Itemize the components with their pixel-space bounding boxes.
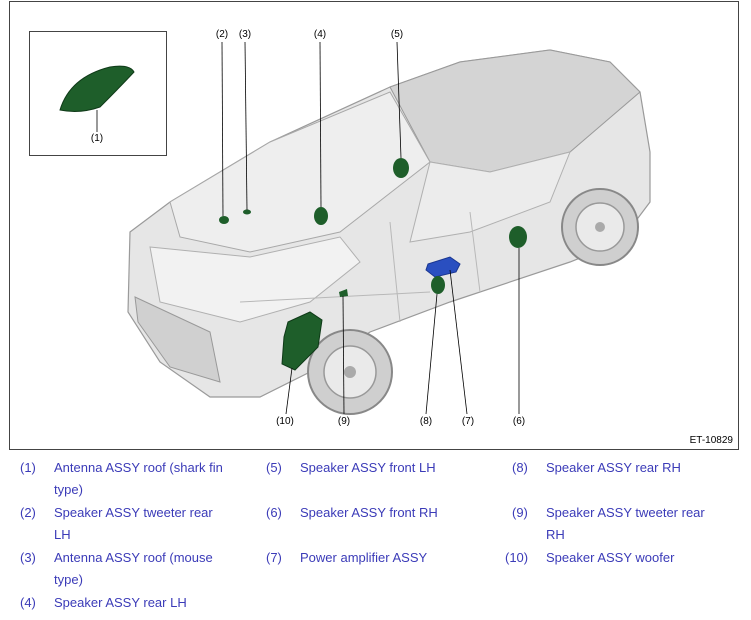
- legend-text-cont: LH: [54, 527, 71, 542]
- legend-num: (7): [266, 550, 282, 565]
- callout-3: (3): [238, 29, 252, 40]
- speaker-tweeter-rear-rh: [339, 289, 348, 297]
- rear-wheel: [307, 329, 393, 415]
- legend-num: (4): [20, 595, 36, 610]
- speaker-rear-lh: [314, 207, 328, 225]
- legend-text: Speaker ASSY tweeter rear: [54, 505, 213, 520]
- legend-num: (8): [512, 460, 528, 475]
- legend-text: Speaker ASSY tweeter rear: [546, 505, 705, 520]
- legend-num: (6): [266, 505, 282, 520]
- legend-num: (9): [512, 505, 528, 520]
- callout-2: (2): [215, 29, 229, 40]
- legend-num: (3): [20, 550, 36, 565]
- legend-num: (1): [20, 460, 36, 475]
- speaker-front-rh: [509, 226, 527, 248]
- antenna-mouse-type: [243, 209, 251, 215]
- legend: (1) Antenna ASSY roof (shark fin type) (…: [0, 455, 751, 620]
- legend-text-cont: type): [54, 572, 83, 587]
- legend-text: Speaker ASSY front RH: [300, 505, 438, 520]
- shark-fin-antenna-icon: [59, 65, 135, 132]
- car-body: [127, 49, 651, 398]
- legend-text: Speaker ASSY rear LH: [54, 595, 187, 610]
- legend-num: (10): [505, 550, 529, 565]
- callout-9: (9): [337, 416, 351, 427]
- antenna-inset: (1): [29, 31, 167, 156]
- vehicle-diagram: (1) (2) (3) (4) (5) (6) (7) (8) (9) (10)…: [9, 1, 739, 450]
- legend-text-cont: RH: [546, 527, 565, 542]
- callout-8: (8): [419, 416, 433, 427]
- callout-7: (7): [461, 416, 475, 427]
- legend-text: Speaker ASSY front LH: [300, 460, 436, 475]
- callout-1: (1): [90, 133, 104, 144]
- speaker-woofer: [281, 311, 323, 371]
- legend-text-cont: type): [54, 482, 83, 497]
- legend-num: (5): [266, 460, 282, 475]
- callout-6: (6): [512, 416, 526, 427]
- legend-text: Antenna ASSY roof (shark fin: [54, 460, 223, 475]
- legend-num: (2): [20, 505, 36, 520]
- components: [219, 158, 527, 371]
- callout-10: (10): [276, 416, 294, 427]
- legend-text: Speaker ASSY rear RH: [546, 460, 681, 475]
- power-amplifier: [425, 256, 461, 278]
- speaker-front-lh: [393, 158, 409, 178]
- speaker-rear-rh: [431, 276, 445, 294]
- speaker-tweeter-rear-lh: [219, 216, 229, 224]
- leader-lines: [221, 41, 520, 415]
- front-wheel: [561, 188, 639, 266]
- callout-5: (5): [390, 29, 404, 40]
- legend-text: Power amplifier ASSY: [300, 550, 428, 565]
- legend-text: Speaker ASSY woofer: [546, 550, 675, 565]
- figure-id: ET-10829: [689, 435, 733, 446]
- callout-4: (4): [313, 29, 327, 40]
- legend-text: Antenna ASSY roof (mouse: [54, 550, 213, 565]
- vehicle-illustration: [127, 41, 651, 415]
